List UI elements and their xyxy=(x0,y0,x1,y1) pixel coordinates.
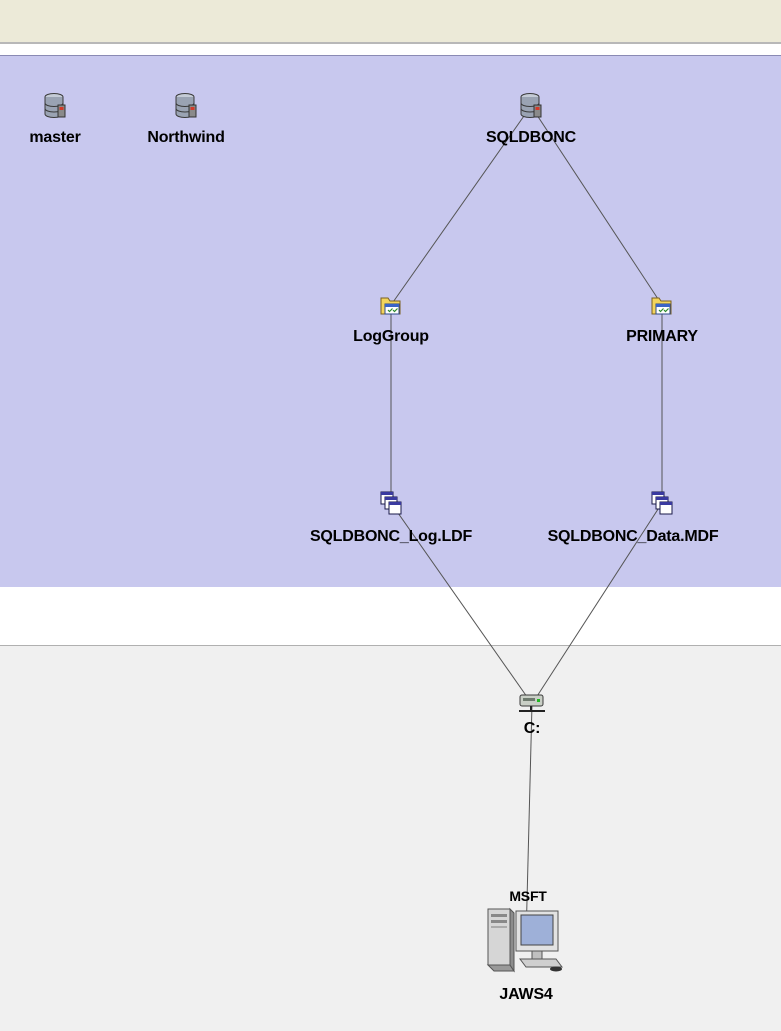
files-icon xyxy=(380,491,402,515)
computer-icon xyxy=(486,907,563,973)
lane-separator xyxy=(0,587,781,646)
lane-separator xyxy=(0,44,781,55)
filegroup-icon xyxy=(380,297,401,315)
link-sqldbonc-primary xyxy=(530,105,663,306)
link-sqldbonc-loggroup xyxy=(390,105,532,306)
database-icon xyxy=(520,93,542,118)
link-log_file-drive_c xyxy=(390,502,533,705)
database-label: SQLDBONC xyxy=(486,129,576,146)
files-icon xyxy=(651,491,673,515)
database-label: master xyxy=(29,129,81,146)
header-band xyxy=(0,0,781,44)
filegroup-label: PRIMARY xyxy=(626,328,698,345)
database-icon xyxy=(175,93,197,118)
link-drive_c-host xyxy=(525,703,533,941)
filegroup-label: LogGroup xyxy=(353,328,429,345)
host-lane xyxy=(0,646,781,1031)
drive-label: C: xyxy=(523,720,541,737)
filegroup-icon xyxy=(651,297,672,315)
vendor-label: MSFT xyxy=(509,888,547,904)
database-label: Northwind xyxy=(147,129,225,146)
computer-label: JAWS4 xyxy=(499,986,553,1003)
file-label: SQLDBONC_Data.MDF xyxy=(547,528,719,545)
drive-icon xyxy=(519,694,545,712)
file-label: SQLDBONC_Log.LDF xyxy=(309,528,473,545)
database-icon xyxy=(44,93,66,118)
link-data_file-drive_c xyxy=(531,502,663,705)
